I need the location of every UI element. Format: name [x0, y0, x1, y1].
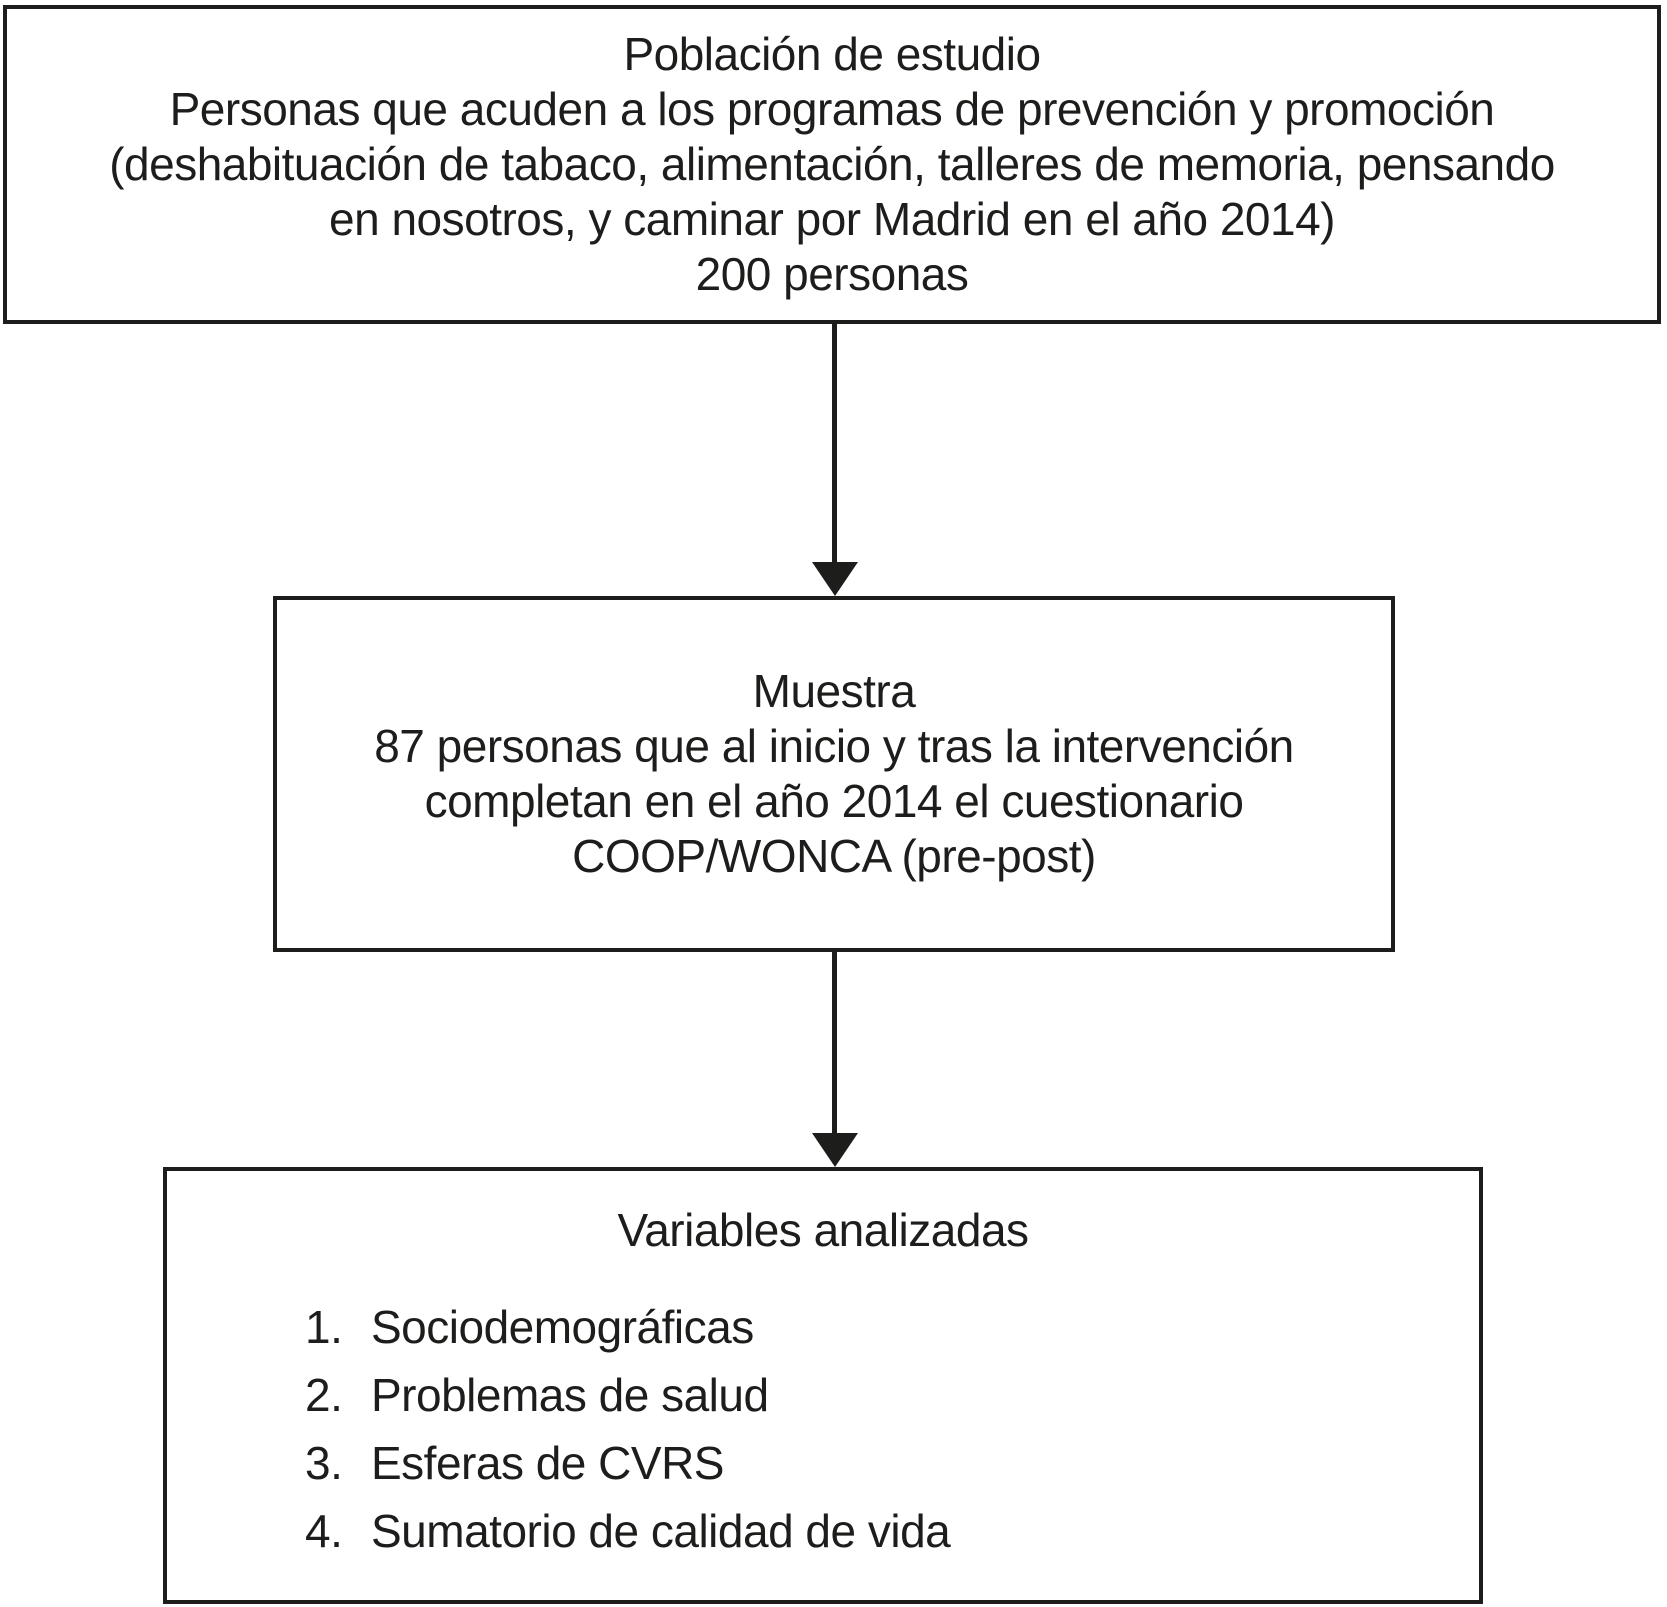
population-line: Personas que acuden a los programas de p… — [169, 83, 1495, 135]
variables-title: Variables analizadas — [617, 1204, 1029, 1256]
variables-list-item: 1. Sociodemográficas — [305, 1293, 1459, 1361]
variables-item-number: 1. — [305, 1301, 343, 1353]
variables-item-label: Esferas de CVRS — [371, 1437, 724, 1489]
population-line: en nosotros, y caminar por Madrid en el … — [329, 193, 1335, 245]
variables-item-number: 4. — [305, 1505, 343, 1557]
sample-line: COOP/WONCA (pre-post) — [572, 830, 1096, 882]
variables-list-item: 4. Sumatorio de calidad de vida — [305, 1497, 1459, 1565]
arrow-sample-to-variables-head — [812, 1133, 858, 1167]
arrow-sample-to-variables-line — [832, 952, 837, 1140]
variables-item-label: Sumatorio de calidad de vida — [371, 1505, 951, 1557]
sample-line: 87 personas que al inicio y tras la inte… — [374, 720, 1294, 772]
population-box: Población de estudio Personas que acuden… — [3, 5, 1661, 324]
variables-item-label: Problemas de salud — [371, 1369, 769, 1421]
sample-title: Muestra — [752, 665, 916, 717]
variables-item-number: 2. — [305, 1369, 343, 1421]
variables-item-label: Sociodemográficas — [371, 1301, 754, 1353]
sample-box-text: Muestra 87 personas que al inicio y tras… — [277, 600, 1391, 948]
arrow-population-to-sample-line — [832, 324, 837, 570]
population-title: Población de estudio — [623, 28, 1041, 80]
variables-item-number: 3. — [305, 1437, 343, 1489]
population-line: (deshabituación de tabaco, alimentación,… — [109, 138, 1555, 190]
arrow-population-to-sample-head — [812, 562, 858, 596]
variables-list: 1. Sociodemográficas 2. Problemas de salud… — [305, 1293, 1459, 1565]
variables-list-item: 2. Problemas de salud — [305, 1361, 1459, 1429]
population-count: 200 personas — [695, 248, 969, 300]
variables-box: Variables analizadas 1. Sociodemográficas… — [163, 1167, 1483, 1604]
variables-list-item: 3. Esferas de CVRS — [305, 1429, 1459, 1497]
population-box-text: Población de estudio Personas que acuden… — [7, 9, 1657, 320]
sample-box: Muestra 87 personas que al inicio y tras… — [273, 596, 1395, 952]
sample-line: completan en el año 2014 el cuestionario — [424, 775, 1244, 827]
